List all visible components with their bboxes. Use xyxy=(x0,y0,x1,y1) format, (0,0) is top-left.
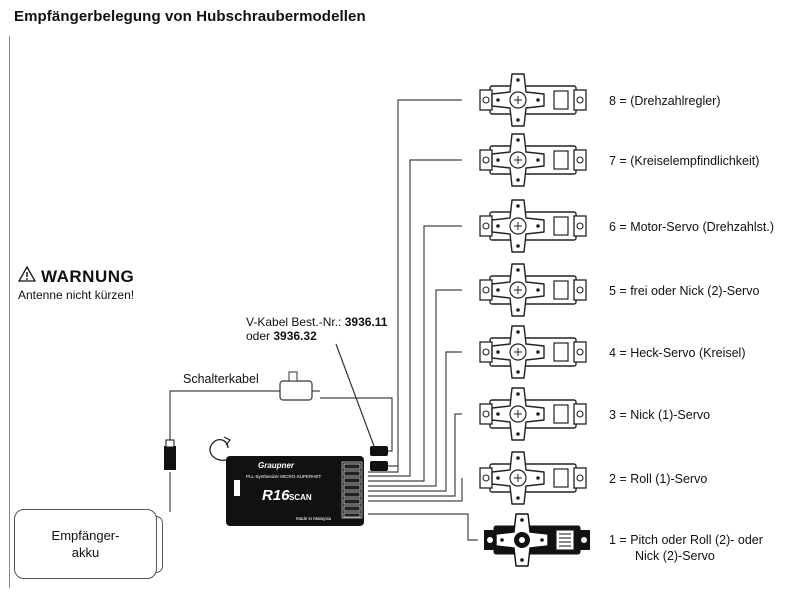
channel-label-3: 3 = Nick (1)-Servo xyxy=(609,408,711,422)
channel-label-8: 8 = (Drehzahlregler) xyxy=(609,94,721,108)
v-cable-plug-bottom xyxy=(370,461,388,471)
servo-ch2 xyxy=(479,451,587,505)
servo-ch1 xyxy=(483,513,591,567)
servo-ch6 xyxy=(479,199,587,253)
antenna xyxy=(209,438,229,461)
v-cable-label-prefix: V-Kabel Best.-Nr.: xyxy=(246,315,345,329)
receiver-subtitle: PLL-Synthesizer MICRO-SUPERHET xyxy=(246,474,322,479)
receiver-battery: Empfänger- akku xyxy=(14,509,163,579)
channel-label-6: 6 = Motor-Servo (Drehzahlst.) xyxy=(609,220,774,234)
warning-text: Antenne nicht kürzen! xyxy=(18,288,135,302)
battery-plug xyxy=(164,446,176,470)
cable-ch7 xyxy=(368,159,462,477)
cable-ch3 xyxy=(368,413,462,497)
channel-label-1-line2: Nick (2)-Servo xyxy=(635,549,715,563)
servo-ch5 xyxy=(479,263,587,317)
channel-label-1: 1 = Pitch oder Roll (2)- oder Nick (2)-S… xyxy=(609,532,763,564)
switch[interactable] xyxy=(279,380,313,401)
servo-ch8 xyxy=(479,73,587,127)
cable-ch8 xyxy=(368,99,462,473)
warning-title: WARNUNG xyxy=(41,266,135,286)
receiver-model-suffix: SCAN xyxy=(289,493,312,502)
v-cable-plug-top xyxy=(370,446,388,456)
cable-ch6 xyxy=(368,225,462,482)
channel-label-7: 7 = (Kreiselempfindlichkeit) xyxy=(609,154,760,168)
receiver-made-in: Made in Malaysia xyxy=(296,516,332,521)
servo-ch4 xyxy=(479,325,587,379)
channel-label-1-line1: 1 = Pitch oder Roll (2)- oder xyxy=(609,533,763,547)
v-cable-order-number-2: 3936.32 xyxy=(273,329,317,343)
cable-ch4 xyxy=(368,351,462,492)
receiver-model: R16 xyxy=(262,487,290,504)
cable-ch2 xyxy=(368,478,463,502)
switch-cable-label: Schalterkabel xyxy=(183,372,259,386)
v-cable-label: V-Kabel Best.-Nr.: 3936.11 oder 3936.32 xyxy=(246,315,387,343)
battery-label-line1: Empfänger- xyxy=(51,528,120,543)
receiver: Graupner PLL-Synthesizer MICRO-SUPERHET … xyxy=(226,456,364,526)
v-cable-order-number-1: 3936.11 xyxy=(344,315,388,329)
servo-ch3 xyxy=(479,387,587,441)
cable-ch5 xyxy=(368,289,462,487)
channel-label-4: 4 = Heck-Servo (Kreisel) xyxy=(609,346,746,360)
channel-label-5: 5 = frei oder Nick (2)-Servo xyxy=(609,284,760,298)
left-margin-rule xyxy=(9,36,10,588)
v-cable-label-or: oder xyxy=(246,329,274,343)
battery-label-line2: akku xyxy=(71,545,100,560)
warning-icon xyxy=(17,265,37,287)
page-title: Empfängerbelegung von Hubschraubermodell… xyxy=(14,8,366,25)
channel-label-2: 2 = Roll (1)-Servo xyxy=(609,472,708,486)
receiver-brand: Graupner xyxy=(258,461,295,470)
cable-ch1 xyxy=(368,513,478,541)
warning-block: WARNUNG Antenne nicht kürzen! xyxy=(17,265,135,302)
servo-ch7 xyxy=(479,133,587,187)
